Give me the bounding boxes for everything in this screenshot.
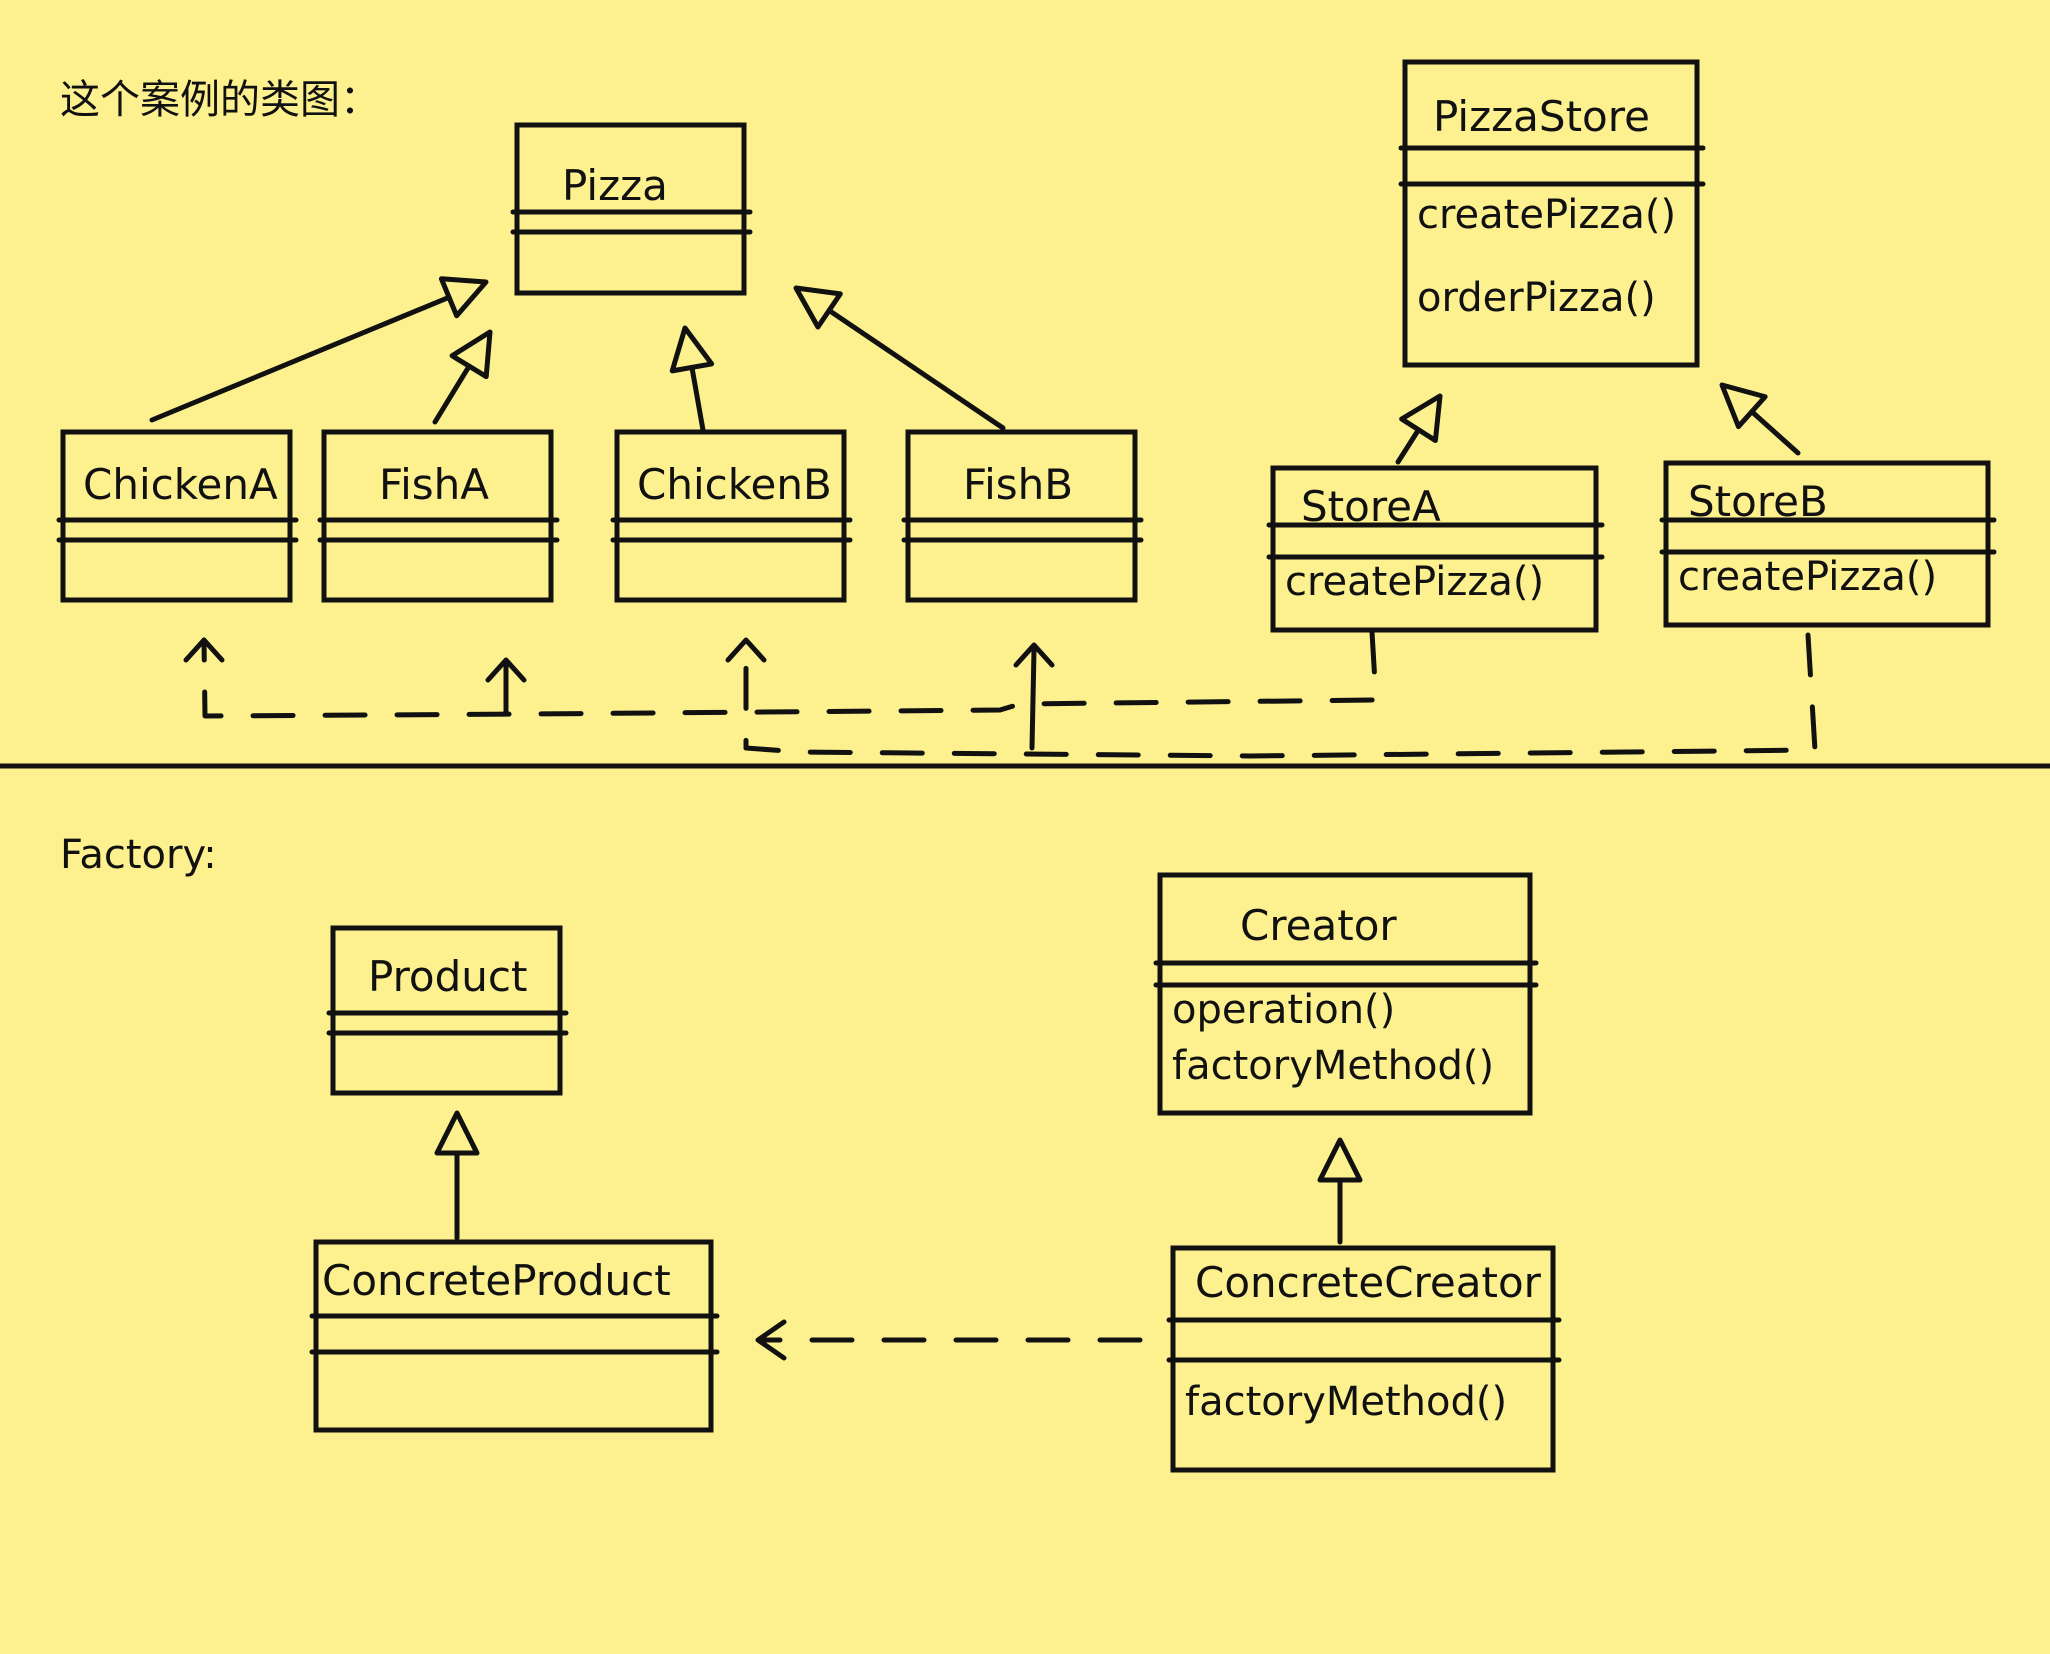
class-name-concrete-creator: ConcreteCreator	[1195, 1258, 1541, 1307]
dep-store-b-fish-b-line	[1029, 647, 1037, 751]
class-operation-creator: factoryMethod()	[1172, 1043, 1495, 1089]
class-operation-creator: operation()	[1172, 987, 1396, 1033]
class-name-fish-a: FishA	[379, 460, 490, 509]
class-box-fish-b	[905, 429, 1138, 603]
gen-chicken-b-pizza-head	[669, 325, 715, 374]
class-box-pizza-store	[1402, 59, 1700, 368]
heading-factory: Factory:	[60, 832, 217, 878]
class-box-store-b	[1663, 460, 1991, 628]
dep-store-b-products	[743, 632, 1818, 759]
gen-chicken-a-pizza-line	[149, 294, 452, 423]
class-operation-concrete-creator: factoryMethod()	[1185, 1379, 1508, 1425]
class-name-concrete-product: ConcreteProduct	[322, 1256, 671, 1305]
class-operation-pizza-store: orderPizza()	[1417, 275, 1656, 321]
class-operation-store-b: createPizza()	[1678, 554, 1938, 600]
gen-chicken-a-pizza-head	[438, 276, 489, 319]
class-name-pizza: Pizza	[562, 161, 668, 210]
class-box-chicken-a	[60, 429, 293, 603]
gen-store-a-pizza-store-line	[1395, 427, 1422, 465]
gen-fish-b-pizza-line	[826, 307, 1006, 431]
class-box-concrete-product	[313, 1239, 714, 1433]
class-name-creator: Creator	[1240, 901, 1397, 950]
gen-fish-a-pizza-head	[449, 329, 493, 380]
gen-chicken-b-pizza-line	[689, 364, 706, 433]
dep-store-a-products	[201, 629, 1379, 719]
class-operation-pizza-store: createPizza()	[1417, 192, 1677, 238]
dep-head-chicken-b	[725, 637, 767, 663]
class-box-creator	[1157, 872, 1533, 1116]
class-name-pizza-store: PizzaStore	[1433, 92, 1650, 141]
gen-store-b-pizza-store-line	[1749, 409, 1801, 456]
heading-class-diagram: 这个案例的类图：	[60, 77, 380, 123]
class-name-fish-b: FishB	[963, 460, 1074, 509]
class-box-chicken-b	[614, 429, 847, 603]
class-name-product: Product	[368, 952, 528, 1001]
class-name-chicken-a: ChickenA	[83, 460, 278, 509]
class-name-store-b: StoreB	[1688, 477, 1828, 526]
dep-head-fish-b	[1013, 642, 1055, 668]
gen-concrete-creator-creator-head	[1317, 1137, 1363, 1183]
gen-fish-b-pizza-head	[793, 285, 843, 330]
gen-store-a-pizza-store-head	[1399, 393, 1443, 443]
class-box-store-a	[1270, 465, 1599, 633]
class-box-pizza	[514, 122, 747, 296]
class-name-chicken-b: ChickenB	[637, 460, 832, 509]
gen-fish-a-pizza-line	[432, 363, 472, 425]
gen-store-b-pizza-store-head	[1719, 382, 1768, 430]
dep-head-fish-a	[485, 657, 527, 683]
dep-head-concrete-product	[755, 1319, 787, 1361]
gen-concrete-product-product-head	[434, 1110, 480, 1156]
class-operation-store-a: createPizza()	[1285, 559, 1545, 605]
dep-head-chicken-a	[183, 637, 225, 663]
class-box-fish-a	[321, 429, 554, 603]
class-name-store-a: StoreA	[1301, 482, 1441, 531]
